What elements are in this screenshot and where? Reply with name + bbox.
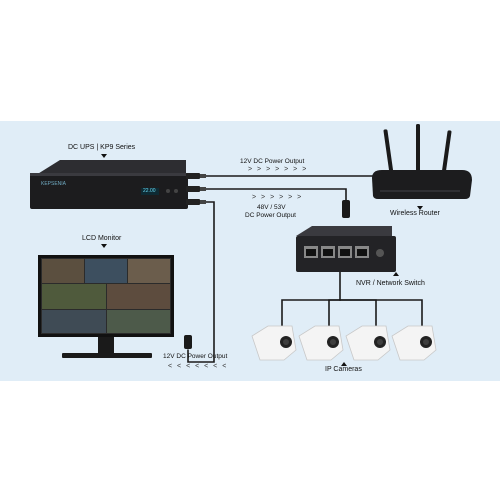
- power-output-48v-label-2: DC Power Output: [245, 212, 296, 219]
- ups-label: DC UPS | KP9 Series: [68, 144, 136, 151]
- wireless-router-device: [372, 124, 472, 199]
- lcd-monitor-device: [38, 255, 192, 358]
- ip-camera: [251, 325, 297, 361]
- switch-label: NVR / Network Switch: [356, 280, 425, 287]
- network-switch-device: [296, 200, 396, 272]
- pointer-icon: [101, 244, 107, 248]
- power-output-48v-label: 48V / 53V: [257, 204, 286, 211]
- pointer-icon: [101, 154, 107, 158]
- arrow-right-icon: > > > > > > >: [248, 166, 308, 173]
- arrow-right-icon: > > > > > >: [252, 194, 303, 201]
- pointer-icon: [341, 362, 347, 366]
- arrow-left-icon: < < < < < < <: [168, 363, 228, 370]
- dc-ups-device: [30, 160, 206, 209]
- router-antenna-icon: [416, 124, 420, 176]
- ups-brand-text: KEPSENIA: [41, 181, 67, 187]
- power-output-12v-bottom-label: 12V DC Power Output: [163, 353, 228, 360]
- router-antenna-icon: [441, 130, 452, 179]
- cameras-label: IP Cameras: [325, 366, 362, 373]
- ups-display-icon: [141, 188, 159, 195]
- cable-48v-switch: [203, 188, 347, 201]
- cable-switch-cam2: [328, 299, 341, 327]
- cable-switch-cam1: [281, 271, 341, 327]
- router-antenna-icon: [383, 129, 394, 178]
- monitor-label: LCD Monitor: [82, 235, 122, 242]
- ups-display-text: 22.00: [143, 188, 156, 194]
- pointer-icon: [393, 272, 399, 276]
- cable-12v-monitor: [187, 201, 215, 363]
- cable-switch-cam4: [339, 299, 423, 327]
- ip-camera: [298, 325, 344, 361]
- router-label: Wireless Router: [390, 210, 440, 217]
- cable-switch-cam3: [339, 299, 377, 327]
- pointer-icon: [417, 206, 423, 210]
- ip-camera: [345, 325, 391, 361]
- ip-camera: [391, 325, 437, 361]
- power-output-12v-top-label: 12V DC Power Output: [240, 158, 305, 165]
